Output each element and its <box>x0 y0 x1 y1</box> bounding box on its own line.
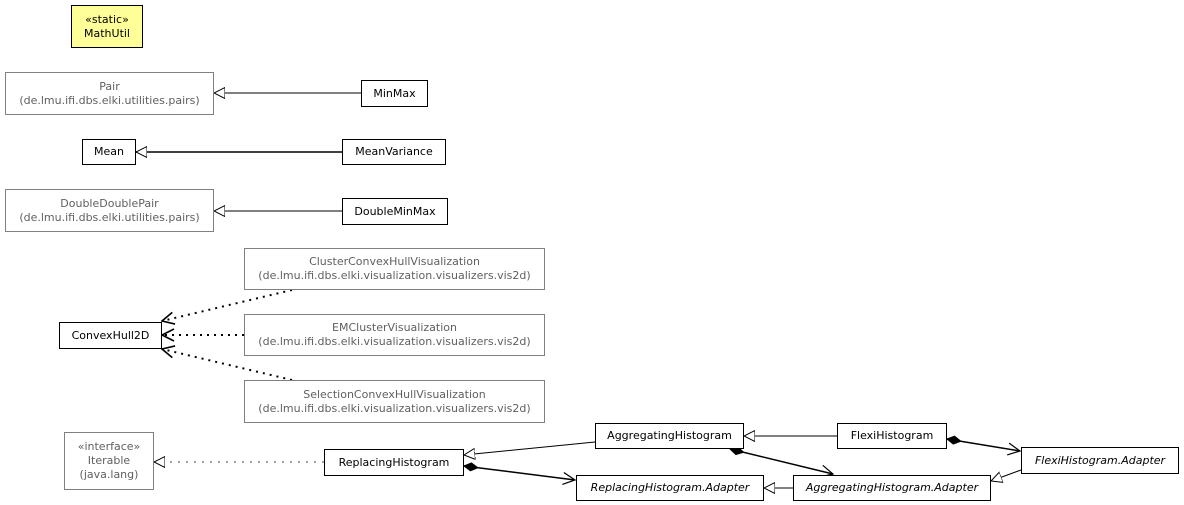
class-doubledoublepair[interactable]: DoubleDoublePair (de.lmu.ifi.dbs.elki.ut… <box>5 189 214 232</box>
class-mathutil[interactable]: «static» MathUtil <box>71 5 143 48</box>
interface-iterable-name: Iterable <box>87 454 131 467</box>
class-pair-name: Pair <box>99 79 120 93</box>
class-convexhull2d-name: ConvexHull2D <box>71 328 150 342</box>
class-pair[interactable]: Pair (de.lmu.ifi.dbs.elki.utilities.pair… <box>5 72 214 115</box>
interface-iterable-stereotype: «interface» <box>77 440 141 453</box>
class-aggregatinghistogram-adapter-name: AggregatingHistogram.Adapter <box>805 481 979 494</box>
class-flexihistogram-adapter-name: FlexiHistogram.Adapter <box>1034 453 1166 467</box>
class-doubledoublepair-package: (de.lmu.ifi.dbs.elki.utilities.pairs) <box>19 210 200 224</box>
class-emclustervisualization-package: (de.lmu.ifi.dbs.elki.visualization.visua… <box>258 335 531 348</box>
class-emclustervisualization-name: EMClusterVisualization <box>332 321 457 334</box>
class-mathutil-name: MathUtil <box>84 26 130 40</box>
class-mean[interactable]: Mean <box>82 139 136 165</box>
rel-flexihistogram-flexiadapter <box>947 439 1020 451</box>
interface-iterable[interactable]: «interface» Iterable (java.lang) <box>64 432 154 490</box>
rel-clusterconvexhull-convexhull2d <box>162 289 293 321</box>
class-doubleminmax-name: DoubleMinMax <box>354 204 436 218</box>
class-convexhull2d[interactable]: ConvexHull2D <box>59 322 162 349</box>
class-emclustervisualization[interactable]: EMClusterVisualization (de.lmu.ifi.dbs.e… <box>244 314 545 356</box>
rel-selectionconvexhull-convexhull2d <box>162 349 293 381</box>
class-doubleminmax[interactable]: DoubleMinMax <box>342 198 448 225</box>
class-clusterconvexhullvisualization[interactable]: ClusterConvexHullVisualization (de.lmu.i… <box>244 248 545 290</box>
class-replacinghistogram[interactable]: ReplacingHistogram <box>324 449 464 476</box>
rel-replacinghistogram-replacingadapter <box>464 466 575 480</box>
class-pair-package: (de.lmu.ifi.dbs.elki.utilities.pairs) <box>19 93 200 107</box>
class-aggregatinghistogram-adapter[interactable]: AggregatingHistogram.Adapter <box>793 475 991 501</box>
rel-flexiadapter-aggregatingadapter <box>991 469 1022 481</box>
class-clusterconvexhullvisualization-name: ClusterConvexHullVisualization <box>309 255 480 268</box>
class-selectionconvexhullvisualization-package: (de.lmu.ifi.dbs.elki.visualization.visua… <box>258 401 531 415</box>
class-aggregatinghistogram[interactable]: AggregatingHistogram <box>595 423 744 449</box>
class-replacinghistogram-name: ReplacingHistogram <box>338 455 450 469</box>
class-replacinghistogram-adapter[interactable]: ReplacingHistogram.Adapter <box>576 475 764 501</box>
class-clusterconvexhullvisualization-package: (de.lmu.ifi.dbs.elki.visualization.visua… <box>258 269 531 282</box>
class-selectionconvexhullvisualization[interactable]: SelectionConvexHullVisualization (de.lmu… <box>244 380 545 423</box>
rel-aggregatinghistogram-replacinghistogram <box>464 441 596 455</box>
class-meanvariance[interactable]: MeanVariance <box>342 139 446 165</box>
class-meanvariance-name: MeanVariance <box>355 145 433 158</box>
class-doubledoublepair-name: DoubleDoublePair <box>60 196 159 210</box>
class-aggregatinghistogram-name: AggregatingHistogram <box>607 429 732 442</box>
class-minmax[interactable]: MinMax <box>361 80 428 107</box>
class-flexihistogram-name: FlexiHistogram <box>850 429 934 442</box>
class-flexihistogram[interactable]: FlexiHistogram <box>837 423 947 449</box>
class-flexihistogram-adapter[interactable]: FlexiHistogram.Adapter <box>1021 447 1179 474</box>
class-mathutil-stereotype: «static» <box>85 12 129 26</box>
class-mean-name: Mean <box>94 145 124 158</box>
class-replacinghistogram-adapter-name: ReplacingHistogram.Adapter <box>590 481 750 494</box>
interface-iterable-package: (java.lang) <box>79 468 139 481</box>
class-minmax-name: MinMax <box>373 86 416 100</box>
rel-aggregatinghistogram-aggregatingadapter <box>730 449 833 474</box>
class-selectionconvexhullvisualization-name: SelectionConvexHullVisualization <box>303 387 486 401</box>
